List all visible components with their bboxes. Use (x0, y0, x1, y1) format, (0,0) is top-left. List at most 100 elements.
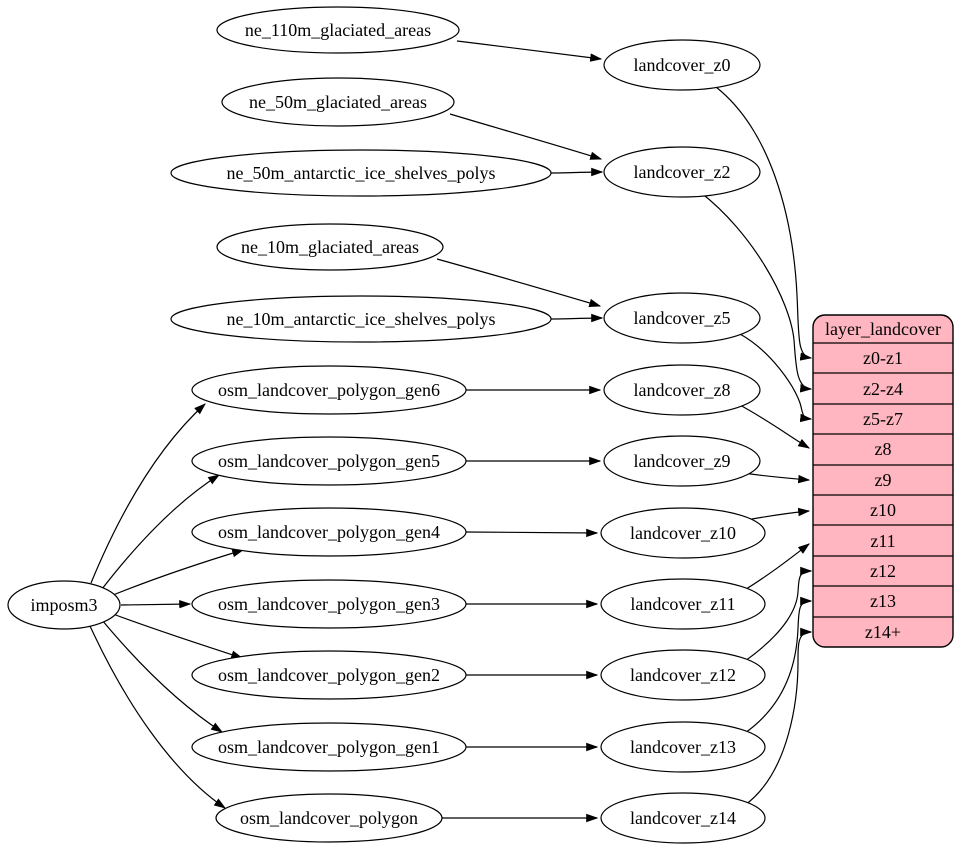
landcover-z5-ellipse (603, 292, 761, 344)
node-landcover-z2: landcover_z2 (603, 146, 761, 198)
node-landcover-z12: landcover_z12 (600, 649, 766, 701)
edge-imposm3-to-gen3 (120, 599, 192, 609)
osm-landcover-polygon-gen6-label: osm_landcover_polygon_gen6 (218, 380, 440, 400)
ne-10m-glaciated-areas-label: ne_10m_glaciated_areas (241, 237, 419, 257)
node-osm-landcover-polygon-gen4: osm_landcover_polygon_gen4 (191, 507, 467, 557)
layer-landcover-box (812, 314, 954, 648)
table-row-z5-z7: z5-z7 (863, 409, 903, 429)
landcover-z13-ellipse (600, 721, 766, 773)
imposm3-label: imposm3 (30, 595, 97, 615)
osm-landcover-polygon-gen2-ellipse (191, 650, 467, 700)
imposm3-ellipse (7, 580, 121, 630)
edge-ne10m-antarctic-to-landcover-z5 (550, 313, 604, 323)
node-osm-landcover-polygon-gen5: osm_landcover_polygon_gen5 (191, 436, 467, 486)
osm-landcover-polygon-gen1-label: osm_landcover_polygon_gen1 (218, 737, 440, 757)
node-landcover-z11: landcover_z11 (600, 578, 766, 630)
landcover-z0-label: landcover_z0 (634, 55, 731, 75)
table-row-z14plus: z14+ (865, 622, 901, 642)
landcover-z8-ellipse (603, 364, 761, 416)
ne-10m-antarctic-ice-shelves-polys-label: ne_10m_antarctic_ice_shelves_polys (227, 309, 496, 329)
table-row-z9: z9 (875, 470, 892, 490)
landcover-z11-ellipse (600, 578, 766, 630)
landcover-z2-label: landcover_z2 (634, 162, 731, 182)
landcover-z9-ellipse (603, 435, 761, 487)
node-imposm3: imposm3 (7, 580, 121, 630)
landcover-z10-label: landcover_z10 (630, 523, 736, 543)
node-ne-110m-glaciated-areas: ne_110m_glaciated_areas (216, 6, 460, 54)
osm-landcover-polygon-gen5-label: osm_landcover_polygon_gen5 (218, 451, 440, 471)
ne-10m-glaciated-areas-ellipse (216, 223, 444, 271)
edge-imposm3-to-gen6 (90, 403, 206, 584)
table-layer-landcover: layer_landcover z0-z1 z2-z4 z5-z7 z8 z9 … (812, 314, 954, 648)
edge-landcover-z0-to-row-z0-z1 (715, 86, 813, 361)
osm-landcover-polygon-gen6-ellipse (191, 365, 467, 415)
node-osm-landcover-polygon-gen1: osm_landcover_polygon_gen1 (191, 722, 467, 772)
ne-110m-glaciated-areas-label: ne_110m_glaciated_areas (245, 20, 431, 40)
osm-landcover-polygon-gen4-label: osm_landcover_polygon_gen4 (218, 522, 440, 542)
edge-ne110m-to-landcover-z0 (456, 40, 603, 62)
node-osm-landcover-polygon-gen2: osm_landcover_polygon_gen2 (191, 650, 467, 700)
node-landcover-z9: landcover_z9 (603, 435, 761, 487)
edge-imposm3-to-gen4 (112, 549, 245, 596)
landcover-z2-ellipse (603, 146, 761, 198)
node-landcover-z5: landcover_z5 (603, 292, 761, 344)
edge-imposm3-to-gen1 (101, 619, 224, 733)
edge-landcover-z14-to-row-z14plus (744, 627, 813, 806)
landcover-z13-label: landcover_z13 (630, 737, 736, 757)
ne-10m-antarctic-ice-shelves-polys-ellipse (170, 295, 552, 343)
edge-imposm3-to-polygon (89, 625, 226, 809)
node-ne-10m-glaciated-areas: ne_10m_glaciated_areas (216, 223, 444, 271)
node-ne-50m-glaciated-areas: ne_50m_glaciated_areas (221, 77, 455, 127)
table-row-z2-z4: z2-z4 (863, 379, 903, 399)
osm-landcover-polygon-gen4-ellipse (191, 507, 467, 557)
osm-landcover-polygon-gen3-ellipse (191, 579, 467, 629)
osm-landcover-polygon-label: osm_landcover_polygon (240, 808, 418, 828)
ne-110m-glaciated-areas-ellipse (216, 6, 460, 54)
node-landcover-z13: landcover_z13 (600, 721, 766, 773)
landcover-z10-ellipse (600, 507, 766, 559)
edge-landcover-z2-to-row-z2-z4 (699, 191, 813, 393)
edge-landcover-z12-to-row-z12 (744, 566, 813, 662)
osm-landcover-polygon-gen1-ellipse (191, 722, 467, 772)
landcover-z5-label: landcover_z5 (634, 308, 731, 328)
edge-landcover-z11-to-row-z11 (742, 543, 810, 592)
node-osm-landcover-polygon: osm_landcover_polygon (215, 793, 443, 843)
osm-landcover-polygon-gen5-ellipse (191, 436, 467, 486)
table-row-z8: z8 (875, 439, 892, 459)
node-osm-landcover-polygon-gen3: osm_landcover_polygon_gen3 (191, 579, 467, 629)
edge-imposm3-to-gen2 (112, 613, 244, 659)
edge-ne50m-antarctic-to-landcover-z2 (550, 167, 604, 177)
landcover-z12-label: landcover_z12 (630, 665, 736, 685)
edge-ne10m-glaciated-to-landcover-z5 (436, 258, 602, 307)
node-landcover-z10: landcover_z10 (600, 507, 766, 559)
node-landcover-z8: landcover_z8 (603, 364, 761, 416)
ne-50m-antarctic-ice-shelves-polys-ellipse (170, 149, 552, 197)
edge-gen4-to-landcover-z10 (465, 528, 599, 538)
node-landcover-z0: landcover_z0 (603, 39, 761, 91)
table-row-z12: z12 (870, 561, 896, 581)
node-ne-50m-antarctic-ice-shelves-polys: ne_50m_antarctic_ice_shelves_polys (170, 149, 552, 197)
osm-landcover-polygon-gen3-label: osm_landcover_polygon_gen3 (218, 594, 440, 614)
node-landcover-z14: landcover_z14 (600, 792, 766, 844)
table-row-z11: z11 (870, 531, 895, 551)
landcover-z12-ellipse (600, 649, 766, 701)
edge-landcover-z13-to-row-z13 (744, 596, 813, 734)
node-ne-10m-antarctic-ice-shelves-polys: ne_10m_antarctic_ice_shelves_polys (170, 295, 552, 343)
table-row-z13: z13 (870, 591, 896, 611)
edges-layer (89, 40, 813, 823)
edge-imposm3-to-gen5 (101, 474, 221, 590)
landcover-z9-label: landcover_z9 (634, 451, 731, 471)
table-row-z10: z10 (870, 500, 896, 520)
osm-landcover-polygon-ellipse (215, 793, 443, 843)
landcover-z0-ellipse (603, 39, 761, 91)
layer-landcover-title: layer_landcover (825, 319, 941, 339)
ne-50m-glaciated-areas-ellipse (221, 77, 455, 127)
edge-landcover-z5-to-row-z5-z7 (739, 333, 813, 423)
node-osm-landcover-polygon-gen6: osm_landcover_polygon_gen6 (191, 365, 467, 415)
landcover-z14-ellipse (600, 792, 766, 844)
table-row-z0-z1: z0-z1 (863, 348, 903, 368)
edge-ne50m-glaciated-to-landcover-z2 (449, 113, 603, 160)
landcover-z11-label: landcover_z11 (630, 594, 735, 614)
